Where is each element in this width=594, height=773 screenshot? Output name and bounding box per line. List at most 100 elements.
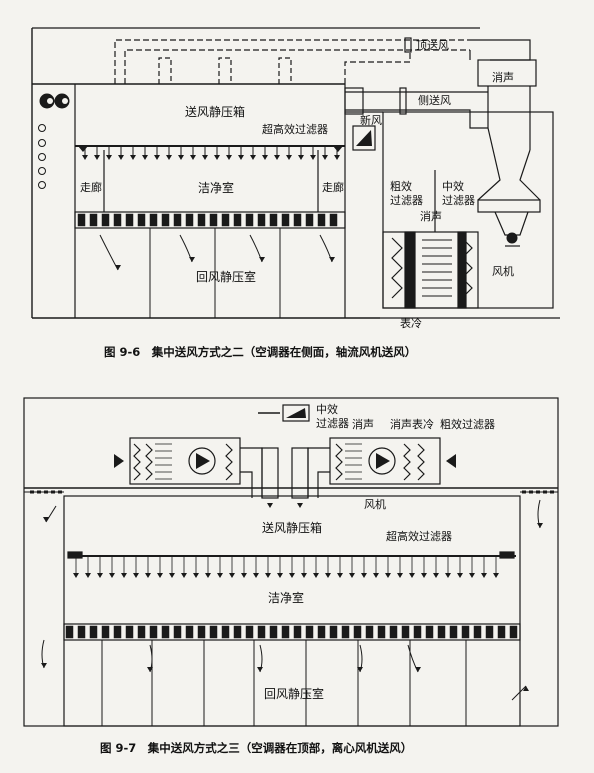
fig1-hepa-arrow-2 <box>106 155 112 160</box>
fig1-hepa-end-left <box>78 146 88 152</box>
fig2-duct-right-inner <box>317 471 330 498</box>
fig2-grate-bar-11 <box>197 625 206 639</box>
fig2-ahu-right-filter2 <box>403 443 411 481</box>
fig1-hepa-end-right <box>333 146 343 152</box>
fig2-hepa-arrow-0 <box>73 573 79 578</box>
fig2-hepa-arrow-7 <box>157 573 163 578</box>
fig2-hepa-arrow-10 <box>193 573 199 578</box>
fig2-side-arrow-left-head <box>41 663 47 668</box>
fig2-return-plenum-label: 回风静压室 <box>264 687 325 701</box>
fig1-muffler2-label: 消声 <box>420 210 442 223</box>
fig1-side-duct-flange <box>399 87 407 115</box>
fig2-grate-bar-18 <box>281 625 290 639</box>
fig1-grate-bar-2 <box>101 213 110 227</box>
fig2-grate-bar-12 <box>209 625 218 639</box>
fig2-outer-frame <box>23 397 559 727</box>
fig2-duct-right-outer <box>307 447 330 498</box>
fig1-indicator-light-1 <box>38 139 46 147</box>
fig2-hepa-arrow-18 <box>289 573 295 578</box>
fig1-grate-bar-14 <box>245 213 254 227</box>
fig1-grate-bar-19 <box>305 213 314 227</box>
fig1-hepa-arrow-7 <box>166 155 172 160</box>
fig2-hepa-arrow-27 <box>397 573 403 578</box>
fig1-hepa-arrow-11 <box>214 155 220 160</box>
fig1-grate-bar-1 <box>89 213 98 227</box>
fig1-hepa-arrow-19 <box>310 155 316 160</box>
fig1-fresh-air-louver <box>352 125 376 151</box>
fig2-fan-label: 风机 <box>364 498 386 511</box>
fig1-hepa-arrow-8 <box>178 155 184 160</box>
fig2-ahu-left-filter1 <box>133 443 141 481</box>
fig2-grate-bar-31 <box>437 625 446 639</box>
fig2-hepa-arrow-3 <box>109 573 115 578</box>
fig2-fan-left <box>188 447 216 475</box>
fig2-inlet-arrow-right <box>446 454 456 468</box>
fig1-corridor-right-label: 走廊 <box>322 181 344 194</box>
fig1-hepa-arrow-12 <box>226 155 232 160</box>
fig2-grate-bar-5 <box>125 625 134 639</box>
fig2-grate-bar-7 <box>149 625 158 639</box>
fig1-floor-grating <box>74 211 346 229</box>
fig1-hepa-arrow-16 <box>274 155 280 160</box>
fig1-grate-bar-9 <box>185 213 194 227</box>
fig2-fan-right <box>368 447 396 475</box>
fig2-return-arrow-3-head <box>357 667 363 672</box>
fig2-hepa-arrow-11 <box>205 573 211 578</box>
fig1-top-duct-flange <box>404 37 412 53</box>
fig2-fan-left-arrow <box>196 453 210 469</box>
fig1-medium-filter-frame <box>457 231 467 309</box>
fig2-grate-bar-29 <box>413 625 422 639</box>
fig1-cooler-section <box>382 231 479 309</box>
fig1-top-duct-riser <box>344 50 411 84</box>
fig1-coarse-filter-zigzag <box>391 237 403 299</box>
fig1-gauge-1-inner <box>47 98 53 104</box>
fig1-return-plenum-label: 回风静压室 <box>196 270 257 284</box>
fig1-grate-bar-7 <box>161 213 170 227</box>
fig2-supply-arrow-1 <box>267 503 273 508</box>
fig2-hepa-arrow-24 <box>361 573 367 578</box>
fig1-hepa-arrow-17 <box>286 155 292 160</box>
fig2-hepa-arrow-8 <box>169 573 175 578</box>
fig1-fan-motor <box>506 232 518 244</box>
fig2-grate-bar-22 <box>329 625 338 639</box>
fig2-floor-grating <box>63 623 521 641</box>
fig2-return-arrow-2-head <box>257 667 263 672</box>
fig1-top-drop-0 <box>158 57 172 84</box>
fig2-supply-arrow-2 <box>297 503 303 508</box>
fig2-grate-bar-37 <box>509 625 518 639</box>
fig1-return-arrow-1-head <box>115 265 121 270</box>
fig1-hepa-arrow-5 <box>142 155 148 160</box>
fig2-fresh-air-arrow <box>286 408 306 418</box>
fig1-caption: 图 9-6 集中送风方式之二（空调器在侧面，轴流风机送风） <box>104 345 417 359</box>
fig2-grate-bar-8 <box>161 625 170 639</box>
fig1-side-duct-bottom <box>345 109 488 129</box>
fig2-grate-bar-17 <box>269 625 278 639</box>
fig2-grate-bar-0 <box>65 625 74 639</box>
fig1-hepa-arrow-4 <box>130 155 136 160</box>
fig2-hepa-arrow-32 <box>457 573 463 578</box>
fig1-top-drop-1 <box>218 57 232 84</box>
fig1-grate-bar-16 <box>269 213 278 227</box>
fig1-grate-bar-0 <box>77 213 86 227</box>
fig1-hepa-arrow-18 <box>298 155 304 160</box>
fig2-grate-bar-10 <box>185 625 194 639</box>
fig1-return-arrow-3-head <box>259 257 265 262</box>
fig1-supply-plenum-label: 送风静压箱 <box>185 105 246 119</box>
fig1-top-duct-inner <box>124 49 470 84</box>
fig2-hepa-end-right <box>499 551 515 559</box>
fig1-indicator-light-2 <box>38 153 46 161</box>
fig1-hepa-arrow-6 <box>154 155 160 160</box>
fig1-hepa-arrow-14 <box>250 155 256 160</box>
fig2-side-arrow-right-bottom-head <box>523 686 529 691</box>
fig2-grate-bar-21 <box>317 625 326 639</box>
fig2-hepa-arrow-1 <box>85 573 91 578</box>
fig2-hepa-arrow-33 <box>469 573 475 578</box>
fig2-hepa-arrow-19 <box>301 573 307 578</box>
fig2-grate-bar-1 <box>77 625 86 639</box>
fig1-corridor-left-label: 走廊 <box>80 181 102 194</box>
fig1-return-arrow-1 <box>99 234 119 271</box>
fig1-grate-bar-5 <box>137 213 146 227</box>
fig2-side-arrow-right-top-head <box>537 523 543 528</box>
fig2-grate-bar-27 <box>389 625 398 639</box>
fig1-return-arrow-4-head <box>329 257 335 262</box>
